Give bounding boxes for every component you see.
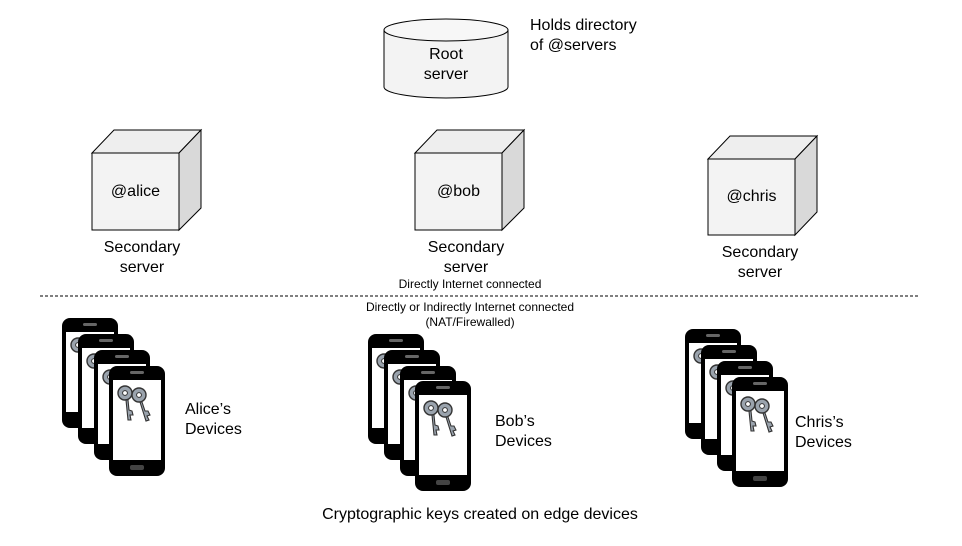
server-cube-chris [706, 134, 819, 237]
device-group-label-bob: Bob’s Devices [495, 413, 552, 450]
phone-icon [414, 380, 472, 492]
bob-devices-stack [367, 333, 472, 492]
root-server-note: Holds directory of @servers [530, 17, 637, 54]
phone-icon [108, 365, 166, 477]
server-cube-alice [90, 128, 203, 232]
secondary-server-label-alice: Secondary server [103, 239, 181, 276]
connectivity-label-below: Directly or Indirectly Internet connecte… [365, 300, 575, 329]
chris-devices-stack [684, 328, 789, 488]
alice-devices-stack [61, 317, 166, 477]
root-server-label: Root server [423, 46, 469, 83]
device-group-label-chris: Chris’s Devices [795, 414, 852, 451]
secondary-server-label-chris: Secondary server [721, 244, 799, 281]
footer-caption: Cryptographic keys created on edge devic… [322, 506, 638, 523]
device-group-label-alice: Alice’s Devices [185, 401, 242, 438]
phone-icon [731, 376, 789, 488]
connectivity-label-above: Directly Internet connected [398, 277, 542, 291]
root-server-cylinder [383, 18, 509, 99]
server-handle-alice: @alice [110, 183, 161, 200]
server-handle-chris: @chris [726, 188, 777, 205]
server-handle-bob: @bob [437, 183, 480, 200]
server-cube-bob [413, 128, 526, 232]
secondary-server-label-bob: Secondary server [427, 239, 505, 276]
